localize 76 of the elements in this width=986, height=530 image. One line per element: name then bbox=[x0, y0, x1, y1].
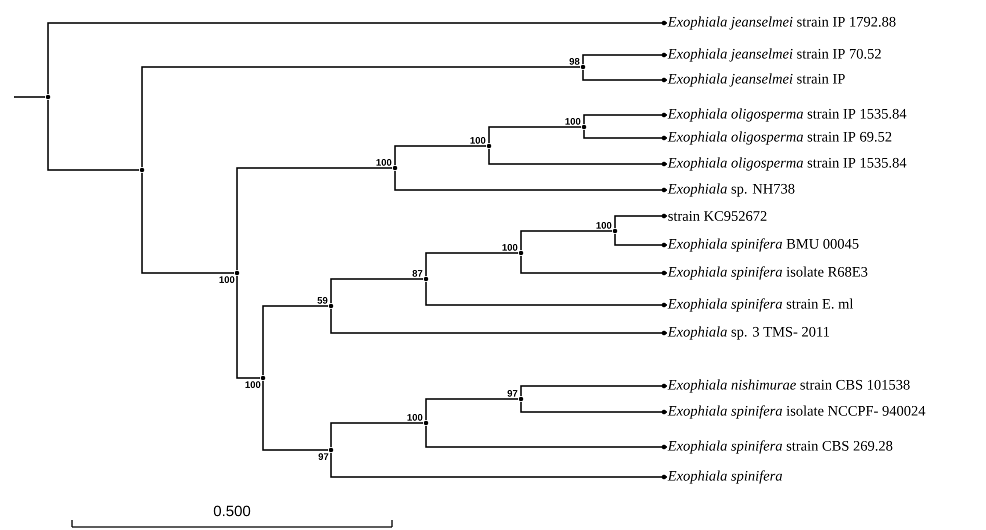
branch-line bbox=[488, 126, 581, 143]
taxon-label: Exophiala spinifera bbox=[668, 470, 782, 484]
taxon-label: Exophiala oligosperma strain IP 1535.84 bbox=[668, 108, 906, 122]
branch-line bbox=[425, 252, 518, 276]
taxon-label: Exophiala spinifera isolate R68E3 bbox=[668, 266, 868, 280]
branch-line bbox=[520, 230, 612, 250]
taxon-label: Exophiala nishimurae strain CBS 101538 bbox=[668, 379, 910, 393]
branch-node bbox=[486, 144, 492, 148]
branch-line bbox=[520, 256, 667, 274]
taxon-label: strain KC952672 bbox=[668, 211, 766, 221]
bootstrap-value: 59 bbox=[318, 297, 328, 304]
taxon-label: Exophiala sp. 3 TMS- 2011 bbox=[668, 326, 830, 340]
branch-line bbox=[330, 422, 423, 447]
branch-line bbox=[141, 66, 580, 167]
branch-line bbox=[425, 282, 667, 306]
bootstrap-value: 100 bbox=[408, 414, 422, 421]
branch-line bbox=[262, 305, 328, 375]
bootstrap-value: 100 bbox=[502, 244, 518, 251]
taxon-label: Exophiala sp. NH738 bbox=[668, 183, 794, 197]
taxon-label: Exophiala jeanselmei strain IP bbox=[668, 73, 845, 87]
bootstrap-value: 100 bbox=[246, 381, 260, 388]
branch-line bbox=[394, 171, 667, 191]
branch-node bbox=[518, 396, 524, 402]
branch-line bbox=[582, 70, 667, 81]
branch-line bbox=[236, 276, 260, 379]
branch-line bbox=[47, 100, 139, 171]
taxon-label: Exophiala oligosperma strain IP 1535.84 bbox=[668, 157, 906, 171]
branch-line bbox=[582, 54, 667, 64]
branch-node bbox=[580, 64, 586, 70]
taxon-label: Exophiala jeanselmei strain IP 1792.88 bbox=[668, 16, 896, 30]
branch-node bbox=[392, 166, 398, 170]
branch-line bbox=[583, 130, 667, 139]
bootstrap-value: 87 bbox=[412, 270, 422, 277]
branch-line bbox=[425, 426, 667, 448]
branch-node bbox=[328, 448, 334, 452]
branch-line bbox=[583, 114, 667, 124]
branch-line bbox=[330, 309, 667, 334]
bootstrap-value: 97 bbox=[318, 453, 328, 460]
branch-node bbox=[328, 304, 334, 308]
branch-line bbox=[614, 215, 667, 228]
taxon-label: Exophiala oligosperma strain IP 69.52 bbox=[668, 131, 892, 145]
taxon-label: Exophiala spinifera strain CBS 269.28 bbox=[668, 440, 892, 454]
taxon-label: Exophiala spinifera strain E. ml bbox=[668, 298, 854, 312]
bootstrap-value: 100 bbox=[376, 159, 392, 166]
branch-line bbox=[262, 381, 328, 451]
branch-line bbox=[425, 398, 518, 420]
branch-node bbox=[424, 276, 428, 282]
scale-label: 0.500 bbox=[214, 506, 250, 516]
branch-line bbox=[488, 149, 667, 165]
branch-line bbox=[520, 385, 667, 396]
taxon-label: Exophiala spinifera isolate NCCPF- 940024 bbox=[668, 405, 926, 419]
branch-line bbox=[394, 145, 486, 165]
branch-node bbox=[612, 228, 618, 234]
branch-line bbox=[520, 402, 667, 413]
branch-node bbox=[46, 94, 50, 100]
taxon-label: Exophiala jeanselmei strain IP 70.52 bbox=[668, 48, 881, 62]
taxon-label: Exophiala spinifera BMU 00045 bbox=[668, 238, 858, 252]
branch-line bbox=[14, 96, 45, 98]
branch-node bbox=[582, 124, 586, 130]
branch-line bbox=[330, 453, 667, 478]
branch-line bbox=[236, 167, 392, 270]
branch-node bbox=[518, 250, 524, 256]
branch-line bbox=[330, 278, 423, 303]
branch-line bbox=[141, 173, 234, 274]
bootstrap-value: 100 bbox=[220, 276, 234, 283]
branch-node bbox=[234, 270, 240, 276]
branch-node bbox=[424, 420, 428, 426]
bootstrap-value: 100 bbox=[566, 118, 580, 125]
branch-line bbox=[47, 22, 667, 94]
bootstrap-value: 97 bbox=[508, 390, 518, 397]
branch-node bbox=[260, 376, 266, 380]
branch-node bbox=[140, 168, 144, 172]
branch-line bbox=[614, 234, 667, 246]
bootstrap-value: 100 bbox=[596, 222, 612, 229]
bootstrap-value: 98 bbox=[570, 58, 580, 65]
bootstrap-value: 100 bbox=[470, 137, 486, 144]
